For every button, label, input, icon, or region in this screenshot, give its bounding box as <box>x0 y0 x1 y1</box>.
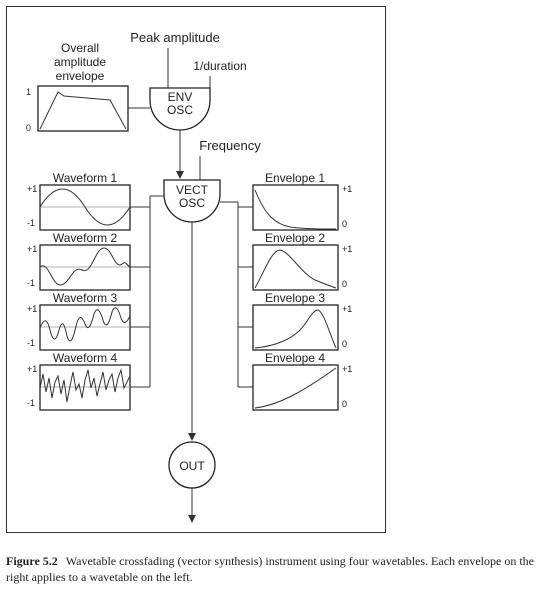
envelope-3-tick-top: +1 <box>342 304 352 314</box>
frequency-label: Frequency <box>199 138 261 153</box>
waveform-2-tick-bottom: -1 <box>27 278 35 288</box>
envelope-4: Envelope 4 +1 0 <box>252 351 352 411</box>
envelope-3-title: Envelope 3 <box>265 291 325 305</box>
env-osc-node: Peak amplitude 1/duration ENV OSC <box>128 30 247 179</box>
waveform-4-tick-bottom: -1 <box>27 398 35 408</box>
waveform-3: Waveform 3 +1 -1 <box>27 291 131 351</box>
overall-envelope-label-line2: amplitude <box>54 55 106 69</box>
overall-envelope-tick-bottom: 0 <box>26 123 31 133</box>
envelope-4-tick-bottom: 0 <box>342 399 347 409</box>
envelope-1: Envelope 1 +1 0 <box>252 171 352 231</box>
envelope-2-curve <box>254 249 337 289</box>
duration-label: 1/duration <box>193 59 246 73</box>
envelope-2-title: Envelope 2 <box>265 231 325 245</box>
envelope-4-curve <box>254 367 337 409</box>
envelope-2-tick-top: +1 <box>342 244 352 254</box>
peak-amplitude-label: Peak amplitude <box>130 30 220 45</box>
figure-number: Figure 5.2 <box>6 554 58 568</box>
env-osc-shape <box>149 87 211 131</box>
waveform-2-curve <box>39 247 131 286</box>
vect-osc-label-line2: OSC <box>179 196 205 210</box>
overall-envelope-curve <box>39 91 127 130</box>
waveform-2-box <box>39 244 131 291</box>
waveform-1: Waveform 1 +1 -1 <box>27 171 131 231</box>
envelope-4-title: Envelope 4 <box>265 351 325 365</box>
waveform-1-curve <box>39 188 131 226</box>
vect-osc-node: Frequency VECT OSC <box>163 138 261 223</box>
waveform-3-tick-bottom: -1 <box>27 338 35 348</box>
envelope-1-curve <box>254 189 337 230</box>
envelope-3-box <box>252 304 339 351</box>
waveform-2-title: Waveform 2 <box>53 231 118 245</box>
waveform-4: Waveform 4 +1 -1 <box>27 351 131 411</box>
waveform-1-title: Waveform 1 <box>53 171 118 185</box>
envelope-1-tick-top: +1 <box>342 184 352 194</box>
envelope-1-tick-bottom: 0 <box>342 219 347 229</box>
envelope-1-title: Envelope 1 <box>265 171 325 185</box>
caption-text: Wavetable crossfading (vector synthesis)… <box>6 554 535 584</box>
env-osc-label-line2: OSC <box>167 103 193 117</box>
overall-envelope-group: Overall amplitude envelope 1 0 <box>26 41 129 133</box>
waveform-3-tick-top: +1 <box>27 304 37 314</box>
waveform-2: Waveform 2 +1 -1 <box>27 231 131 291</box>
waveform-3-curve <box>39 307 131 342</box>
waveform-bus <box>130 195 164 388</box>
envelope-3-tick-bottom: 0 <box>342 339 347 349</box>
waveform-1-tick-bottom: -1 <box>27 218 35 228</box>
vector-synthesis-diagram: Overall amplitude envelope 1 0 Peak ampl… <box>26 30 352 523</box>
envelope-4-box <box>252 364 339 411</box>
out-node: OUT <box>168 222 216 523</box>
waveform-2-tick-top: +1 <box>27 244 37 254</box>
envelope-bus <box>220 201 253 388</box>
envelope-3-curve <box>254 309 337 349</box>
envelope-4-tick-top: +1 <box>342 364 352 374</box>
envelope-1-box <box>252 184 339 231</box>
overall-envelope-label-line3: envelope <box>56 69 105 83</box>
vect-osc-label-line1: VECT <box>176 183 209 197</box>
waveform-3-box <box>39 304 131 351</box>
overall-envelope-tick-top: 1 <box>26 87 31 97</box>
waveform-4-curve <box>39 368 131 403</box>
envelope-2-tick-bottom: 0 <box>342 279 347 289</box>
waveform-4-tick-top: +1 <box>27 364 37 374</box>
out-label: OUT <box>179 459 205 473</box>
waveform-1-tick-top: +1 <box>27 184 37 194</box>
env-osc-label-line1: ENV <box>168 90 193 104</box>
overall-envelope-label-line1: Overall <box>61 41 99 55</box>
envelope-2: Envelope 2 +1 0 <box>252 231 352 291</box>
envelope-2-box <box>252 244 339 291</box>
diagram-frame <box>6 6 386 533</box>
envelope-3: Envelope 3 +1 0 <box>252 291 352 351</box>
vect-osc-shape <box>163 179 221 223</box>
overall-envelope-box <box>37 85 129 132</box>
waveform-4-title: Waveform 4 <box>53 351 118 365</box>
waveform-3-title: Waveform 3 <box>53 291 118 305</box>
